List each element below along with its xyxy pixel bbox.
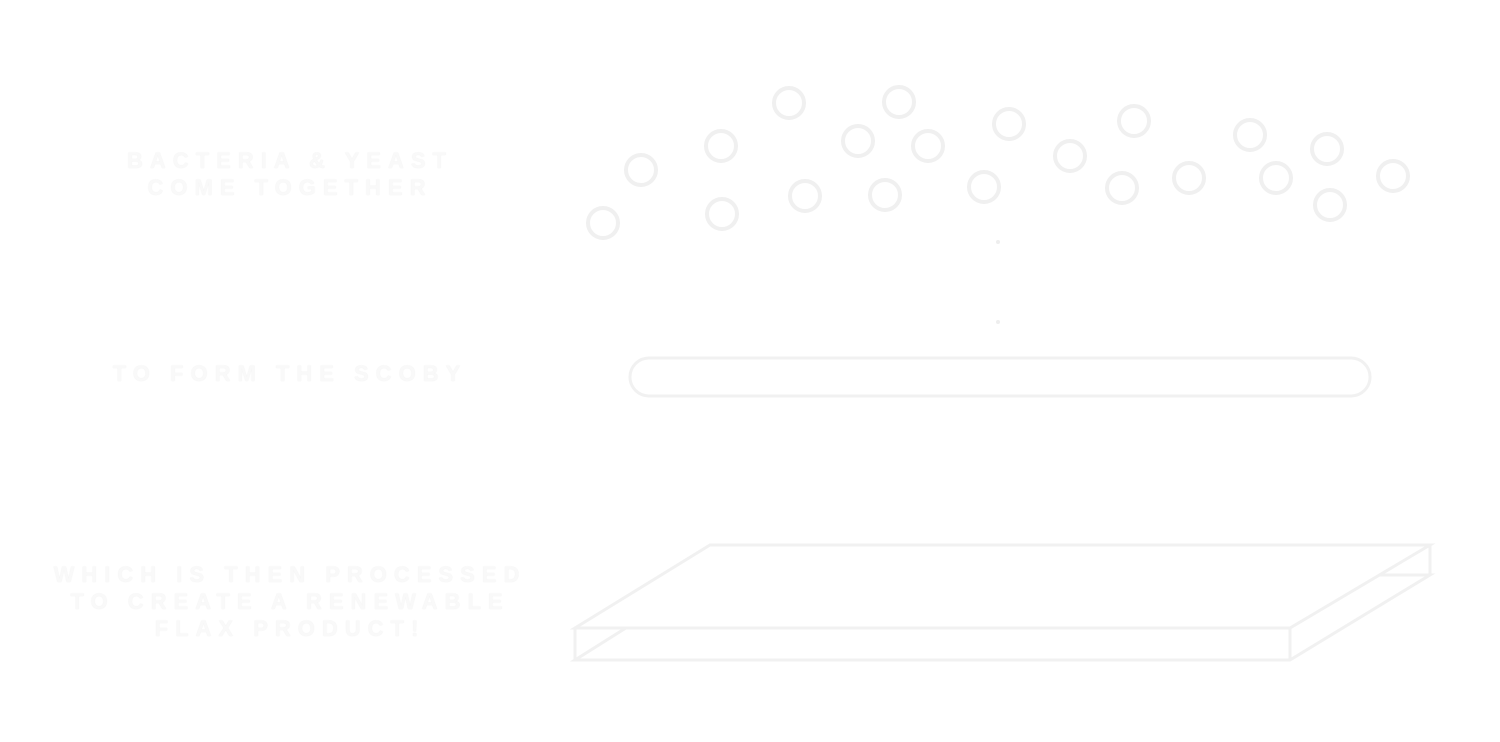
cell: [1053, 139, 1087, 173]
cell: [772, 86, 806, 120]
cell: [1310, 132, 1344, 166]
cell: [868, 178, 902, 212]
cell: [1233, 118, 1267, 152]
cell: [1259, 161, 1293, 195]
cell: [992, 107, 1026, 141]
arrow-dot: [996, 320, 1000, 324]
cell: [1172, 161, 1206, 195]
step-3-line-2: TO CREATE A RENEWABLE: [70, 589, 510, 614]
cell: [1117, 104, 1151, 138]
cell: [624, 153, 658, 187]
step-1-line-2: COME TOGETHER: [147, 175, 433, 200]
microbe-cells-icon: [586, 85, 1410, 240]
arrow-dot: [996, 240, 1000, 244]
step-3-line-3: FLAX PRODUCT!: [154, 616, 426, 641]
cell: [1105, 171, 1139, 205]
cell: [704, 129, 738, 163]
step-3-label: WHICH IS THEN PROCESSED TO CREATE A RENE…: [40, 561, 540, 642]
step-3-line-1: WHICH IS THEN PROCESSED: [53, 562, 527, 587]
step-2-label: TO FORM THE SCOBY: [100, 360, 480, 387]
cell: [1376, 159, 1410, 193]
cell: [1313, 188, 1347, 222]
step-2-line-1: TO FORM THE SCOBY: [112, 361, 468, 386]
cell: [882, 85, 916, 119]
step-1-line-1: BACTERIA & YEAST: [127, 148, 453, 173]
step-1-label: BACTERIA & YEAST COME TOGETHER: [100, 147, 480, 201]
cell: [586, 206, 620, 240]
scoby-film-icon: [628, 356, 1372, 398]
flax-sheet-icon: [569, 543, 1436, 662]
cell: [841, 124, 875, 158]
arrow-dots: [996, 240, 1000, 324]
cell: [967, 170, 1001, 204]
cell: [788, 179, 822, 213]
cell: [705, 197, 739, 231]
cell: [911, 129, 945, 163]
